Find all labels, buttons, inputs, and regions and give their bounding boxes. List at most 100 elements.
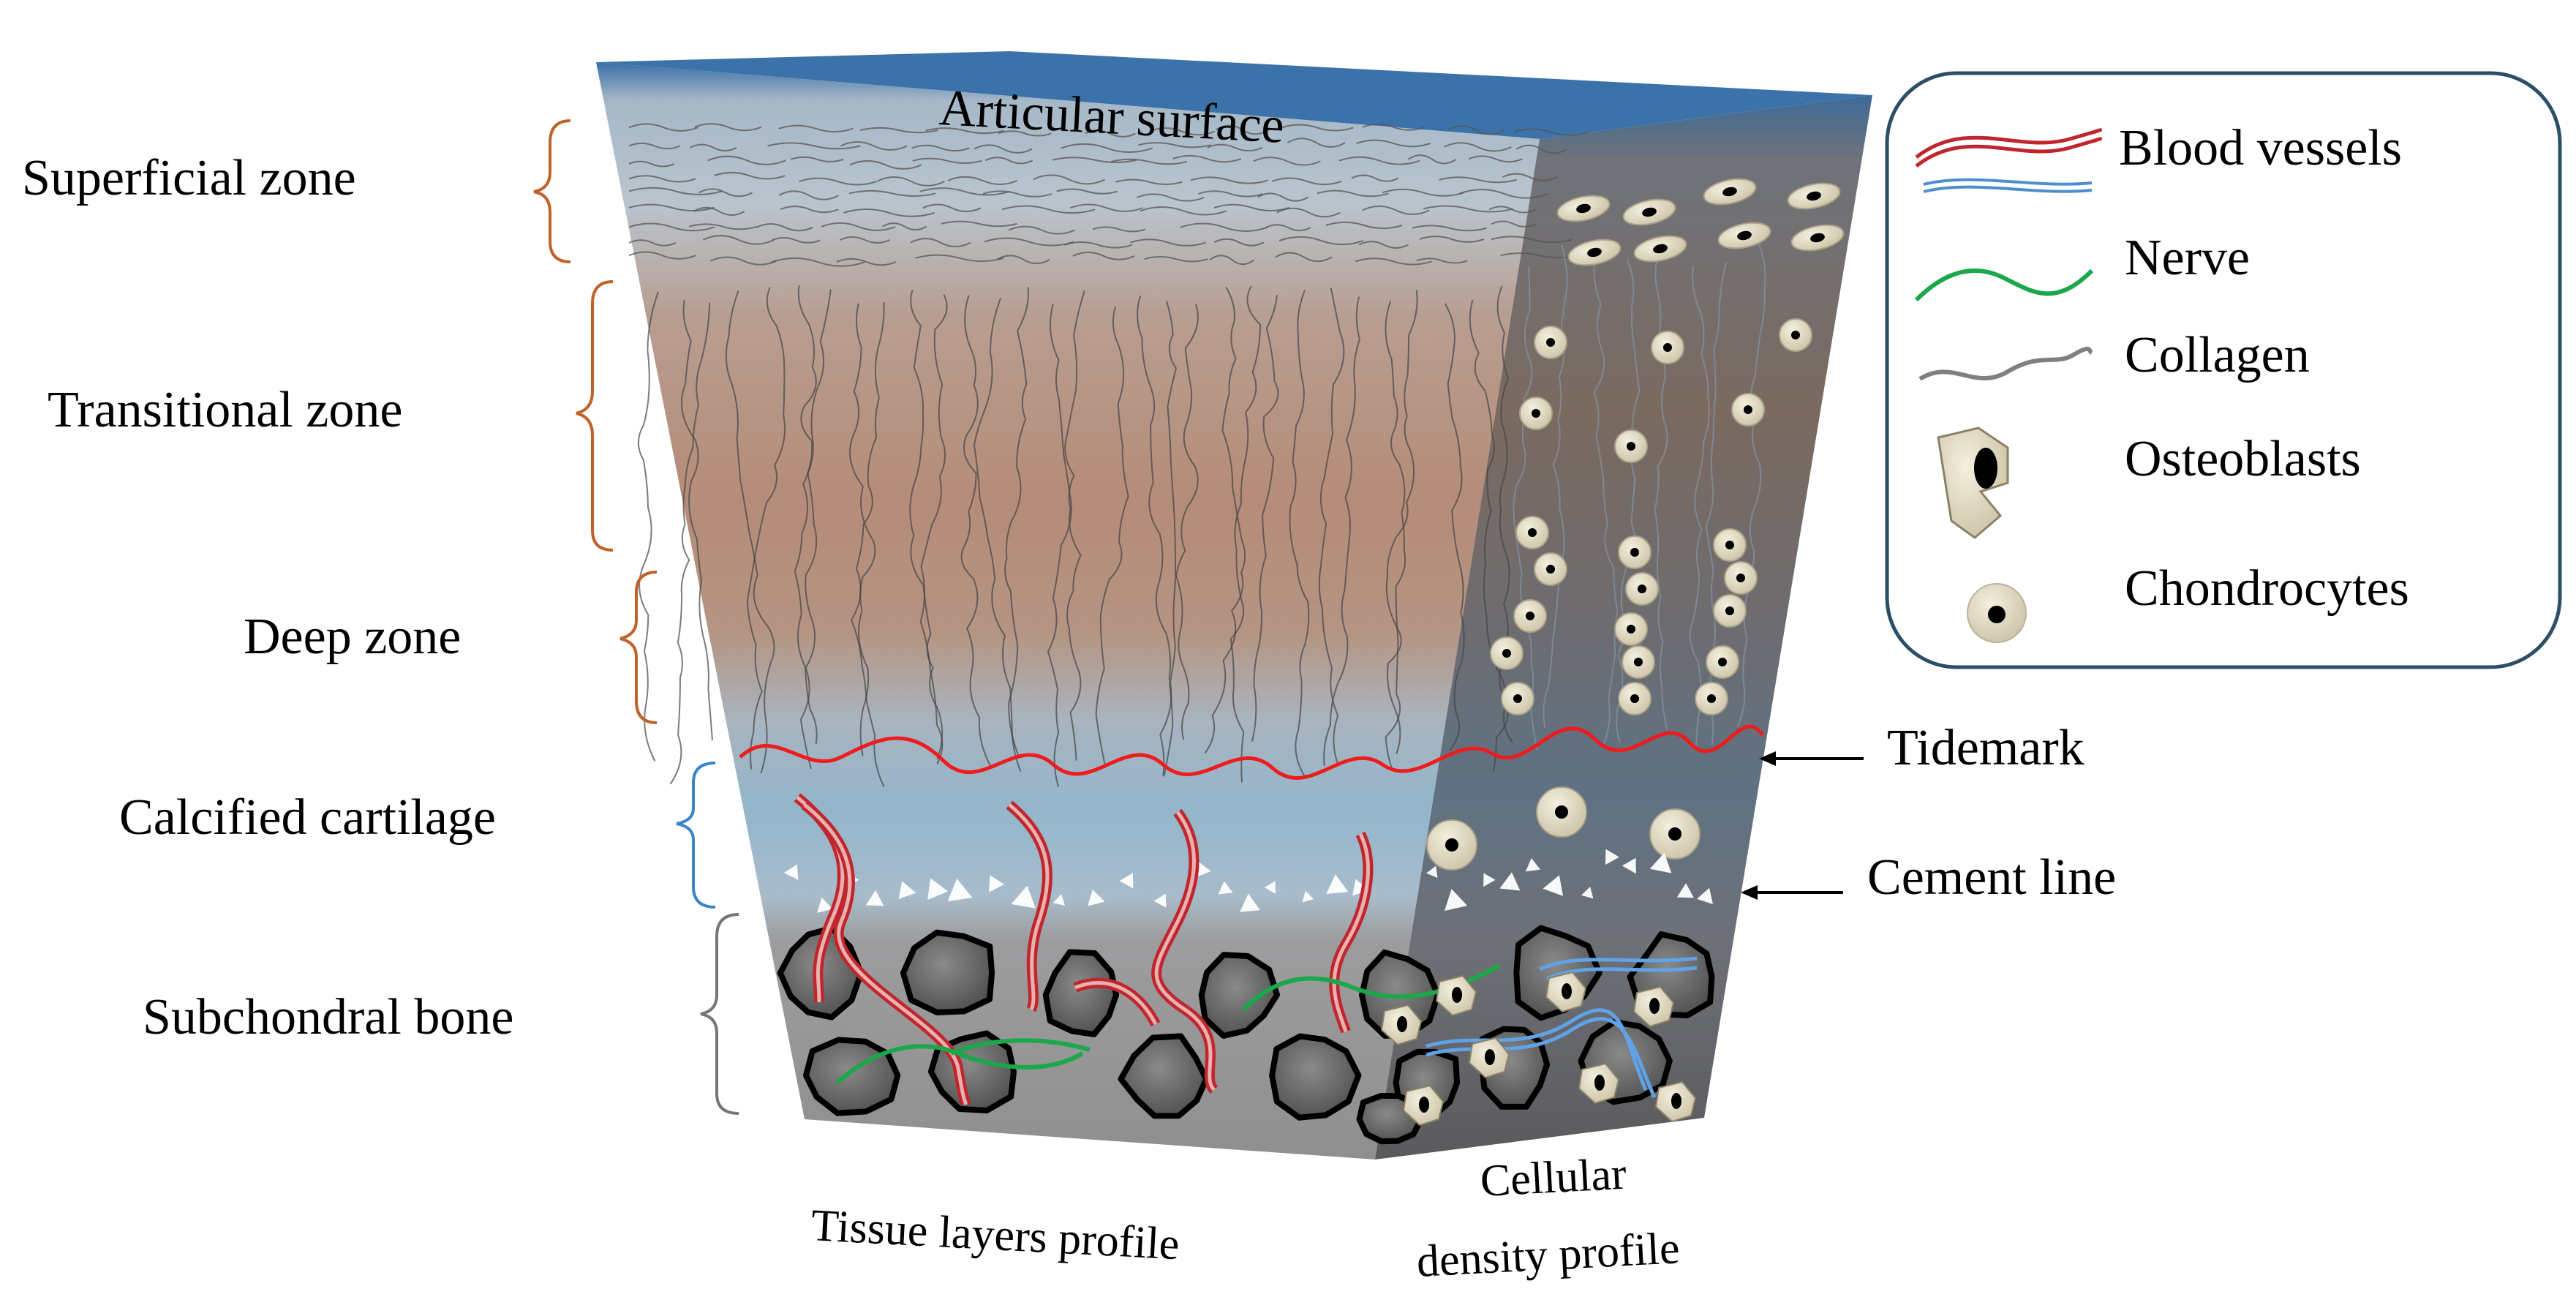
cement-particle — [1218, 881, 1233, 895]
collagen-fiber — [778, 124, 854, 133]
osteoblast-nucleus — [1397, 1016, 1407, 1032]
osteoblast — [1435, 974, 1477, 1017]
round-chondrocyte — [1779, 318, 1812, 352]
chondrocyte-nucleus — [1555, 805, 1568, 819]
cement-particle — [1622, 857, 1636, 874]
collagen-fiber — [1323, 296, 1360, 767]
chondrocyte-nucleus — [1707, 694, 1716, 703]
collagen-fiber — [1092, 226, 1146, 233]
round-chondrocyte — [1614, 429, 1648, 463]
collagen-fiber — [707, 155, 786, 165]
chondrocyte-nucleus — [1718, 658, 1727, 666]
collagen-fiber — [805, 289, 832, 745]
collagen-fiber — [1061, 143, 1153, 153]
collagen-fiber — [702, 235, 775, 245]
collagen-fiber — [919, 187, 1010, 196]
blood-vessel — [801, 800, 971, 1105]
chondrocyte-nucleus — [1722, 187, 1737, 197]
chondrocyte-nucleus — [1725, 541, 1734, 549]
collagen-fiber — [1163, 304, 1199, 775]
collagen-fiber — [1689, 266, 1710, 750]
collagen-fiber — [710, 256, 777, 266]
collagen-fiber — [1469, 299, 1513, 743]
collagen-fiber — [772, 237, 821, 244]
blood-vessel — [1073, 977, 1161, 1027]
osteoblast-nucleus — [1485, 1049, 1495, 1065]
chondrocyte-nucleus — [1638, 585, 1646, 593]
chondrocyte-nucleus — [1810, 233, 1825, 243]
chondrocyte-nucleus — [1663, 343, 1672, 352]
cement-particle — [988, 875, 1005, 892]
collagen-fiber — [1488, 206, 1537, 214]
osteoblast — [1402, 1084, 1445, 1127]
round-chondrocyte — [1534, 552, 1567, 586]
osteoblast — [1380, 1004, 1423, 1046]
collagen-fiber — [780, 206, 839, 214]
collagen-fiber — [1033, 174, 1106, 185]
osteoblast — [1654, 1080, 1697, 1123]
collagen-fiber — [848, 189, 936, 197]
chondrocyte-nucleus — [1546, 565, 1555, 574]
collagen-fiber — [1180, 222, 1268, 232]
bone-cell — [900, 929, 995, 1015]
collagen-fiber — [1136, 193, 1205, 202]
zone-label-transitional: Transitional zone — [48, 382, 402, 438]
collagen-fiber — [973, 144, 1033, 154]
collagen-fiber — [1281, 124, 1354, 132]
bone-cell — [802, 1037, 901, 1116]
collagen-fiber — [1289, 290, 1310, 778]
collagen-fiber — [982, 190, 1052, 198]
collagen-fiber — [1444, 303, 1465, 752]
chondrocyte-nucleus — [1737, 230, 1752, 241]
collagen-fiber — [1356, 139, 1431, 148]
chondrocyte-nucleus — [1791, 331, 1800, 339]
legend-blood-vessels-label: Blood vessels — [2119, 120, 2402, 176]
chondrocyte-nucleus — [1546, 338, 1555, 347]
collagen-fiber — [1253, 157, 1321, 166]
round-chondrocyte — [1713, 594, 1747, 628]
collagen-fiber — [1287, 138, 1346, 148]
nerve-fiber — [949, 1038, 1091, 1056]
collagen-fiber — [922, 203, 982, 213]
round-chondrocyte — [1651, 331, 1684, 364]
bracket-subchondral — [700, 913, 739, 1115]
collagen-fiber — [1008, 225, 1075, 235]
collagen-fiber — [1172, 154, 1242, 163]
collagen-fiber — [1064, 290, 1085, 761]
cement-particle — [898, 881, 916, 900]
osteoblast-nucleus — [1562, 983, 1572, 999]
round-chondrocyte — [1695, 682, 1728, 715]
round-chondrocyte — [1618, 535, 1652, 569]
zone-label-superficial: Superficial zone — [22, 150, 356, 206]
bone-cell — [1042, 949, 1120, 1037]
blood-vessel — [1006, 800, 1052, 1012]
bone-cell — [1269, 1033, 1362, 1121]
large-chondrocyte — [1649, 808, 1701, 860]
large-chondrocyte — [1536, 786, 1587, 838]
legend-chondrocyte-icon — [1967, 583, 2027, 643]
cement-particle — [1581, 887, 1594, 899]
collagen-fiber — [1362, 123, 1425, 131]
collagen-fiber — [1458, 188, 1549, 199]
round-chondrocyte — [1614, 612, 1648, 646]
collagen-fiber — [628, 239, 677, 247]
side-blood-vessel — [1545, 966, 1698, 981]
zone-label-calcified: Calcified cartilage — [119, 789, 496, 846]
collagen-fiber — [694, 123, 762, 132]
collagen-fiber — [693, 206, 745, 217]
cellular-density-label-line2: density profile — [1415, 1223, 1681, 1287]
flat-chondrocyte — [1787, 182, 1841, 210]
collagen-fiber — [821, 222, 896, 231]
collagen-fiber — [1513, 266, 1538, 751]
cement-particle — [1445, 889, 1468, 912]
round-chondrocyte — [1731, 393, 1765, 426]
cement-particle — [783, 864, 799, 880]
collagen-fiber — [756, 223, 813, 232]
collagen-fiber — [1423, 205, 1513, 213]
flat-chondrocyte — [1556, 195, 1611, 222]
cement-particle — [927, 878, 949, 901]
bracket-transitional — [576, 280, 614, 552]
round-chondrocyte — [1622, 645, 1655, 679]
chondrocyte-nucleus — [1502, 649, 1511, 658]
